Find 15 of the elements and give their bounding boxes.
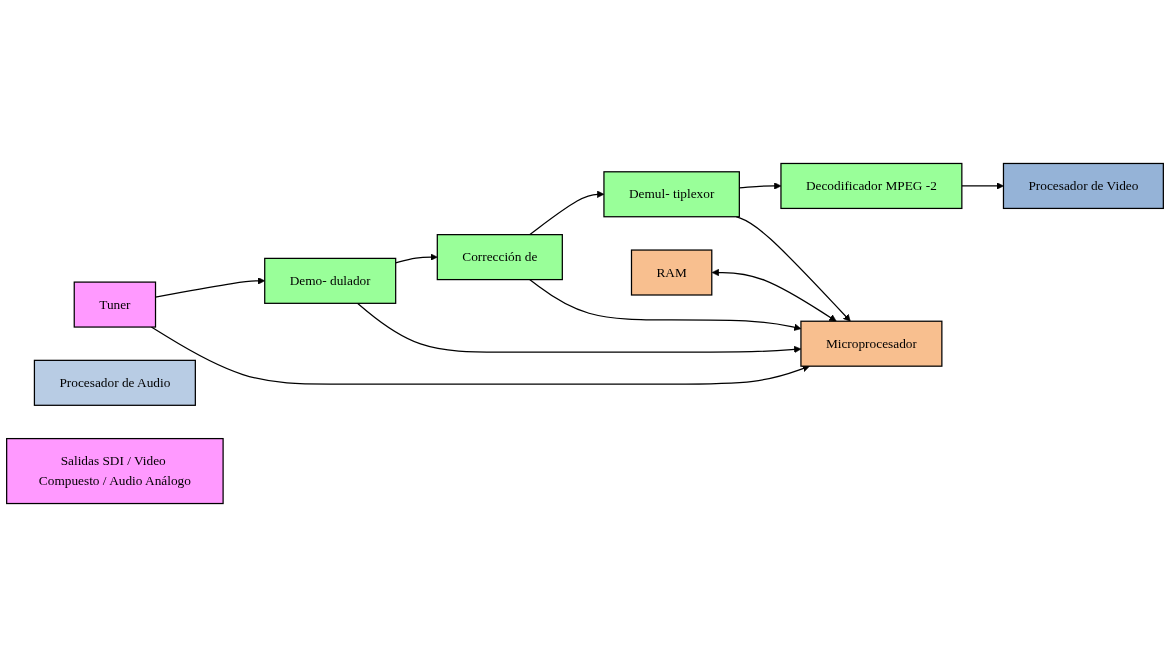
arrow bbox=[150, 326, 810, 385]
node-box: Decodificador MPEG -2 bbox=[780, 162, 963, 210]
node-box: Procesador de Video bbox=[1002, 162, 1164, 210]
node-box: Demo- dulador bbox=[264, 257, 397, 304]
node-box: Procesador de Audio bbox=[33, 359, 196, 406]
node-box: Salidas SDI / Video Compuesto / Audio Análogo bbox=[6, 437, 224, 505]
node-box: Corrección de bbox=[436, 234, 563, 281]
node-box: Demul- tiplexor bbox=[603, 171, 740, 218]
node-box: Microprocesador bbox=[800, 320, 943, 367]
arrow bbox=[735, 216, 851, 322]
node-box: RAM bbox=[630, 249, 713, 296]
arrow bbox=[395, 253, 438, 264]
arrow bbox=[711, 268, 837, 322]
arrow bbox=[961, 182, 1004, 190]
node-box: Tuner bbox=[73, 281, 157, 328]
